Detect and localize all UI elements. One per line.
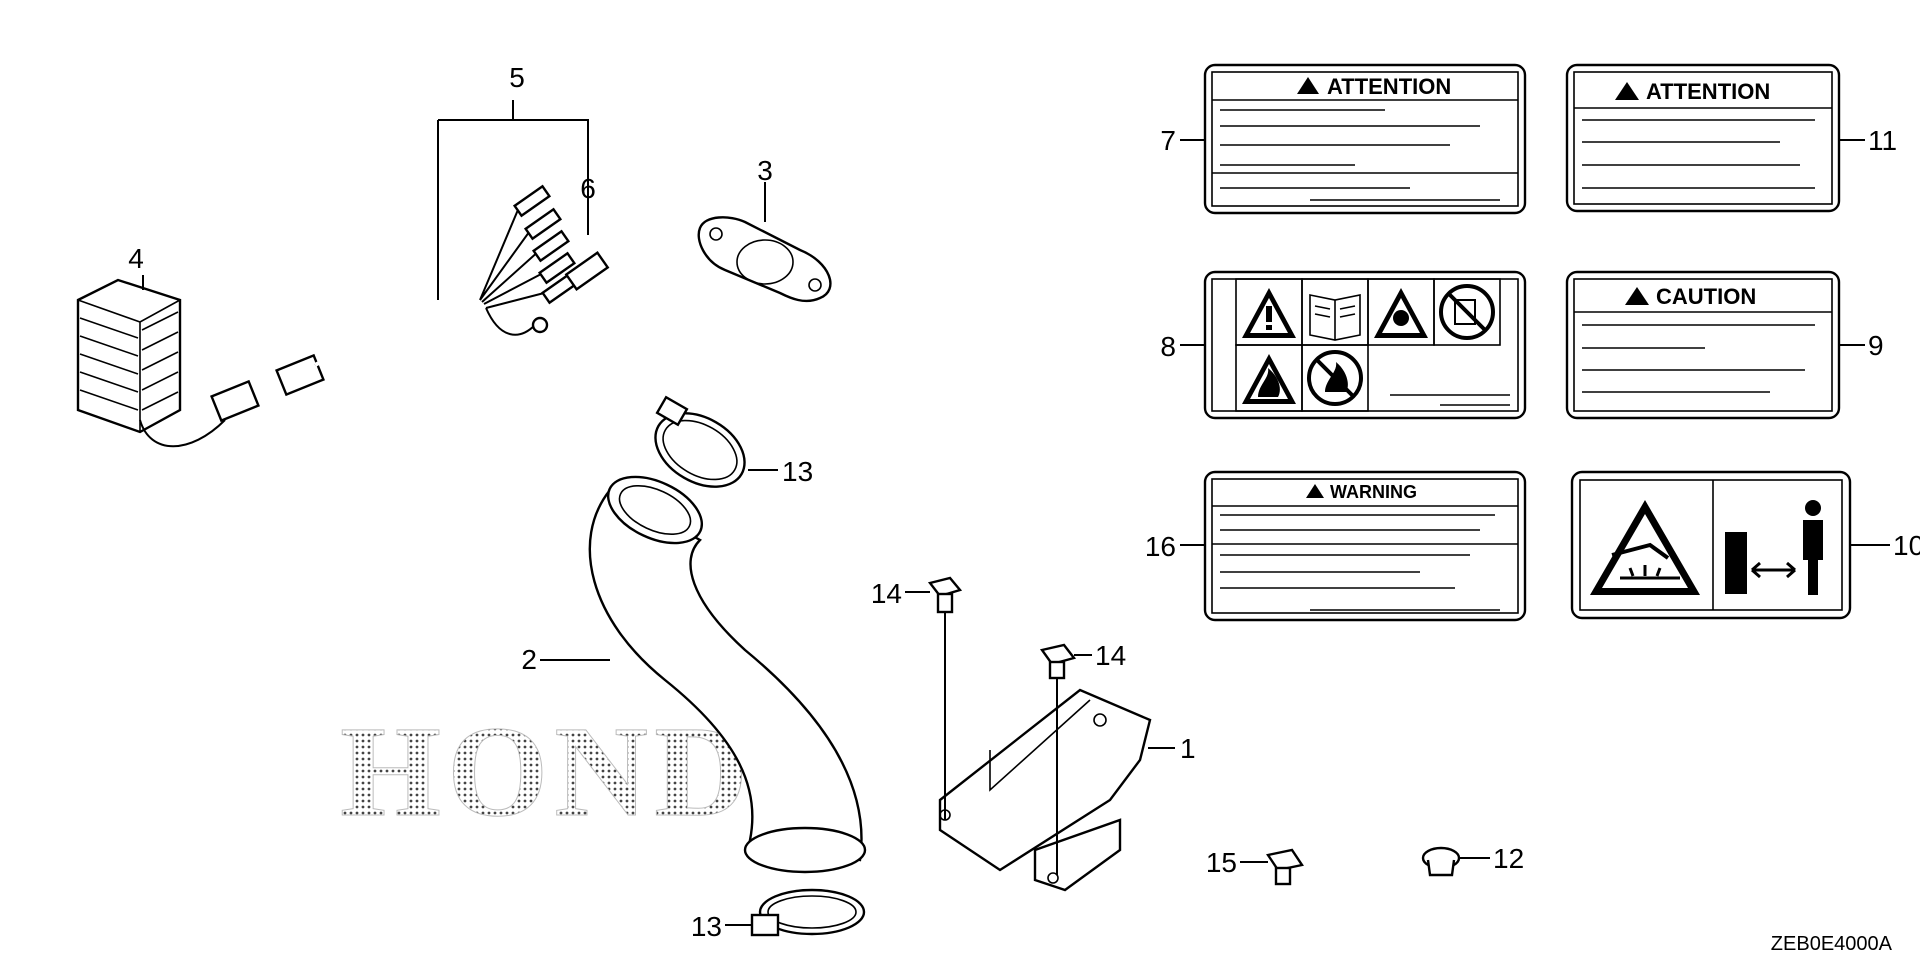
callout-13-lower: 13 [691, 911, 722, 942]
callout-14-right: 14 [1095, 640, 1126, 671]
callout-5: 5 [509, 62, 525, 93]
no-refuel-icon [1439, 284, 1495, 340]
callout-4: 4 [128, 243, 144, 274]
part-5-wire-harness[interactable] [314, 184, 580, 367]
label-11-header: ATTENTION [1646, 79, 1770, 104]
callout-12: 12 [1493, 843, 1524, 874]
manual-book-icon [1309, 294, 1361, 341]
part-14-bolt-left[interactable] [927, 576, 963, 614]
callout-9: 9 [1868, 330, 1884, 361]
callout-8: 8 [1160, 331, 1176, 362]
part-3-gasket[interactable] [697, 216, 832, 303]
warning-triangle-icon [1242, 288, 1296, 338]
part-13-clamp-upper[interactable] [642, 395, 757, 502]
callout-14-left: 14 [871, 578, 902, 609]
label-9-header: CAUTION [1656, 284, 1756, 309]
part-6-cap[interactable] [564, 251, 610, 291]
label-16-warning[interactable]: WARNING [1203, 470, 1527, 622]
part-14-bolt-right[interactable] [1039, 643, 1077, 680]
callout-10: 10 [1893, 530, 1920, 561]
callout-6: 6 [580, 173, 596, 204]
label-8-pictogram[interactable] [1203, 270, 1527, 420]
callout-13-upper: 13 [782, 456, 813, 487]
hazard-triangle-icon [1374, 288, 1428, 338]
callout-16: 16 [1145, 531, 1176, 562]
label-11-attention[interactable]: ATTENTION [1565, 63, 1841, 213]
callout-7: 7 [1160, 125, 1176, 156]
part-2-duct[interactable] [588, 463, 867, 874]
label-9-caution[interactable]: CAUTION [1565, 270, 1841, 420]
callout-2: 2 [521, 644, 537, 675]
part-15-bolt[interactable] [1266, 848, 1304, 886]
label-16-header: WARNING [1330, 482, 1417, 502]
callout-1: 1 [1180, 733, 1196, 764]
callout-11: 11 [1868, 125, 1897, 156]
hot-surface-icon [1590, 500, 1700, 595]
callout-15: 15 [1206, 847, 1237, 878]
part-12-grommet[interactable] [1421, 846, 1461, 877]
keep-distance-icon [1725, 500, 1823, 595]
no-fire-icon [1307, 350, 1363, 406]
part-4-regulator[interactable] [76, 278, 325, 448]
label-7-header: ATTENTION [1327, 74, 1451, 99]
label-10-pictogram[interactable] [1570, 470, 1852, 620]
part-13-clamp-lower[interactable] [750, 888, 866, 937]
part-1-bracket[interactable] [938, 688, 1152, 892]
label-7-attention[interactable]: ATTENTION [1203, 63, 1527, 215]
callout-3: 3 [757, 155, 773, 186]
fire-triangle-icon [1242, 354, 1296, 404]
diagram-code: ZEB0E4000A [1771, 933, 1893, 955]
